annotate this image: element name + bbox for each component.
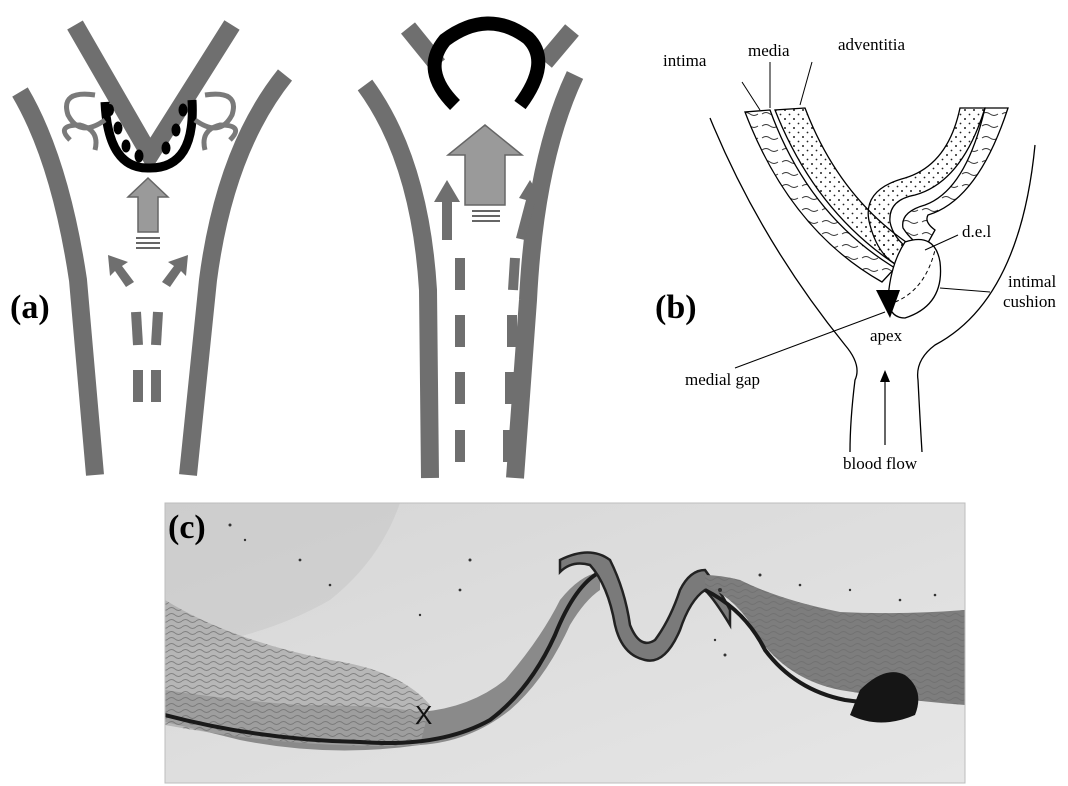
panel-b-letter: (b): [655, 289, 697, 326]
flow-arrow-up-left-2: [434, 180, 460, 240]
label-adventitia: adventitia: [838, 35, 905, 54]
flow-arrow-large-2: [448, 125, 522, 221]
vortex-right: [195, 94, 236, 150]
panel-c-letter: (c): [168, 509, 206, 546]
ruptured-plaque: [435, 23, 539, 105]
intima-band: [745, 110, 895, 282]
panel-a-letter: (a): [10, 289, 50, 326]
label-blood-flow: blood flow: [843, 454, 918, 473]
branch-v-2b: [545, 30, 572, 62]
label-intimal: intimal: [1008, 272, 1056, 291]
vessel-wall-right-2: [515, 75, 575, 478]
label-media: media: [748, 41, 790, 60]
panel-c-histology: [165, 503, 965, 783]
label-del: d.e.l: [962, 222, 992, 241]
label-cushion: cushion: [1003, 292, 1056, 311]
flow-dashes: [136, 312, 158, 402]
panel-a-left-diagram: [20, 25, 285, 475]
panel-b-diagram: [710, 62, 1035, 452]
flow-arrow-diag-right: [162, 255, 188, 287]
vessel-wall-left-2: [365, 85, 430, 478]
branch-v: [75, 25, 232, 155]
flow-dashes-2: [460, 258, 515, 462]
panel-a-right-diagram: [365, 23, 575, 478]
flow-arrow-large: [128, 178, 168, 248]
x-marker: X: [415, 700, 432, 730]
vessel-wall-left: [20, 92, 95, 475]
label-apex: apex: [870, 326, 903, 345]
flow-arrow-diag-left: [108, 255, 134, 287]
label-intima: intima: [663, 51, 707, 70]
vortex-left: [64, 94, 105, 150]
blood-flow-arrow: [880, 370, 890, 445]
label-medial-gap: medial gap: [685, 370, 760, 389]
